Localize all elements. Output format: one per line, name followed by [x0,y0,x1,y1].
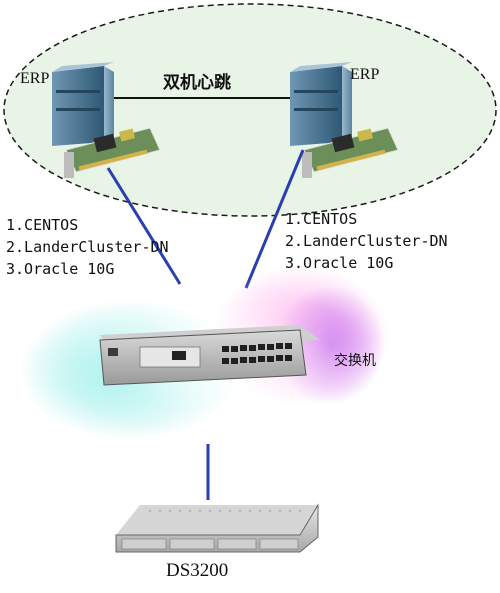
software-left-item: 3.Oracle 10G [6,260,115,278]
link-left-server-switch [106,167,182,285]
storage-server-icon [115,503,319,553]
erp-server-right-icon [290,62,399,178]
software-left-item: 1.CENTOS [6,216,79,234]
switch-label: 交换机 [334,353,376,369]
erp-left-label: ERP [20,70,50,87]
network-switch-icon [99,325,320,386]
heartbeat-label: 双机心跳 [163,73,231,93]
software-right-item: 1.CENTOS [285,210,358,228]
software-right-item: 3.Oracle 10G [285,254,394,272]
cluster-boundary [3,3,497,217]
erp-right-label: ERP [350,66,380,83]
storage-label: DS3200 [166,560,229,581]
software-right-item: 2.LanderCluster-DN [285,232,448,250]
software-list-left: 1.CENTOS 2.LanderCluster-DN 3.Oracle 10G [6,214,169,280]
erp-server-left-icon [52,62,161,178]
software-left-item: 2.LanderCluster-DN [6,238,169,256]
software-list-right: 1.CENTOS 2.LanderCluster-DN 3.Oracle 10G [285,208,448,274]
link-right-server-switch [244,149,305,289]
